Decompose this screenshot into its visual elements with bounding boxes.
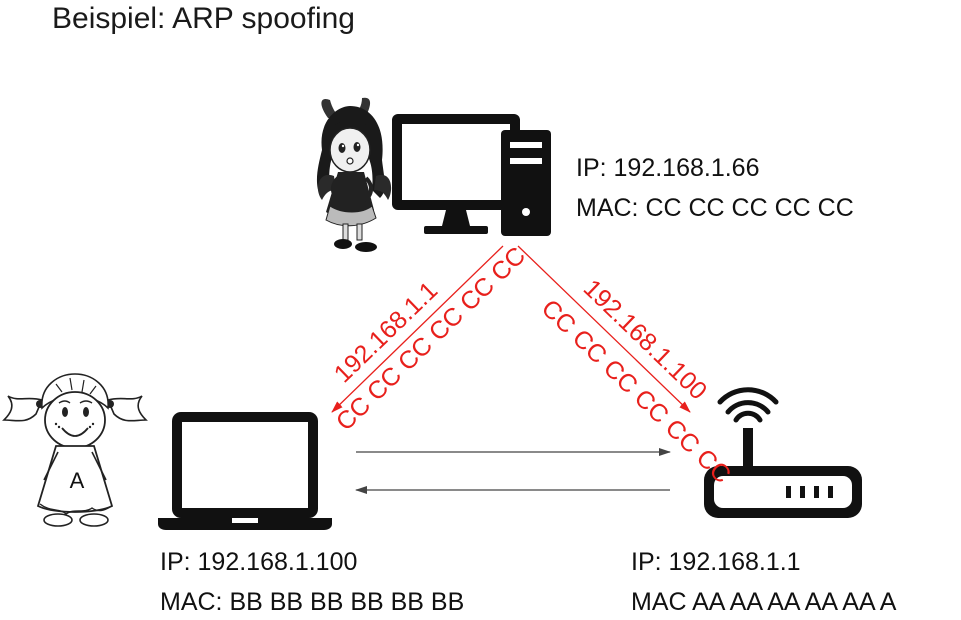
desktop-computer-icon	[392, 114, 551, 236]
victim-badge-label: A	[70, 468, 85, 493]
victim-character-icon	[2, 373, 148, 527]
router-mac-label: MAC AA AA AA AA AA A	[631, 588, 897, 616]
router-ip-label: IP: 192.168.1.1	[631, 548, 801, 576]
spoof-arrow-to-victim	[331, 245, 504, 413]
router-icon	[704, 387, 862, 518]
attacker-character-icon	[316, 97, 392, 252]
victim-mac-label: MAC: BB BB BB BB BB BB	[160, 588, 465, 616]
victim-ip-label: IP: 192.168.1.100	[160, 548, 358, 576]
slide-title: Beispiel: ARP spoofing	[52, 2, 355, 35]
laptop-icon	[158, 412, 332, 530]
attacker-ip-label: IP: 192.168.1.66	[576, 154, 760, 182]
attacker-mac-label: MAC: CC CC CC CC CC	[576, 194, 854, 222]
spoof-arrow-to-router	[517, 245, 691, 413]
